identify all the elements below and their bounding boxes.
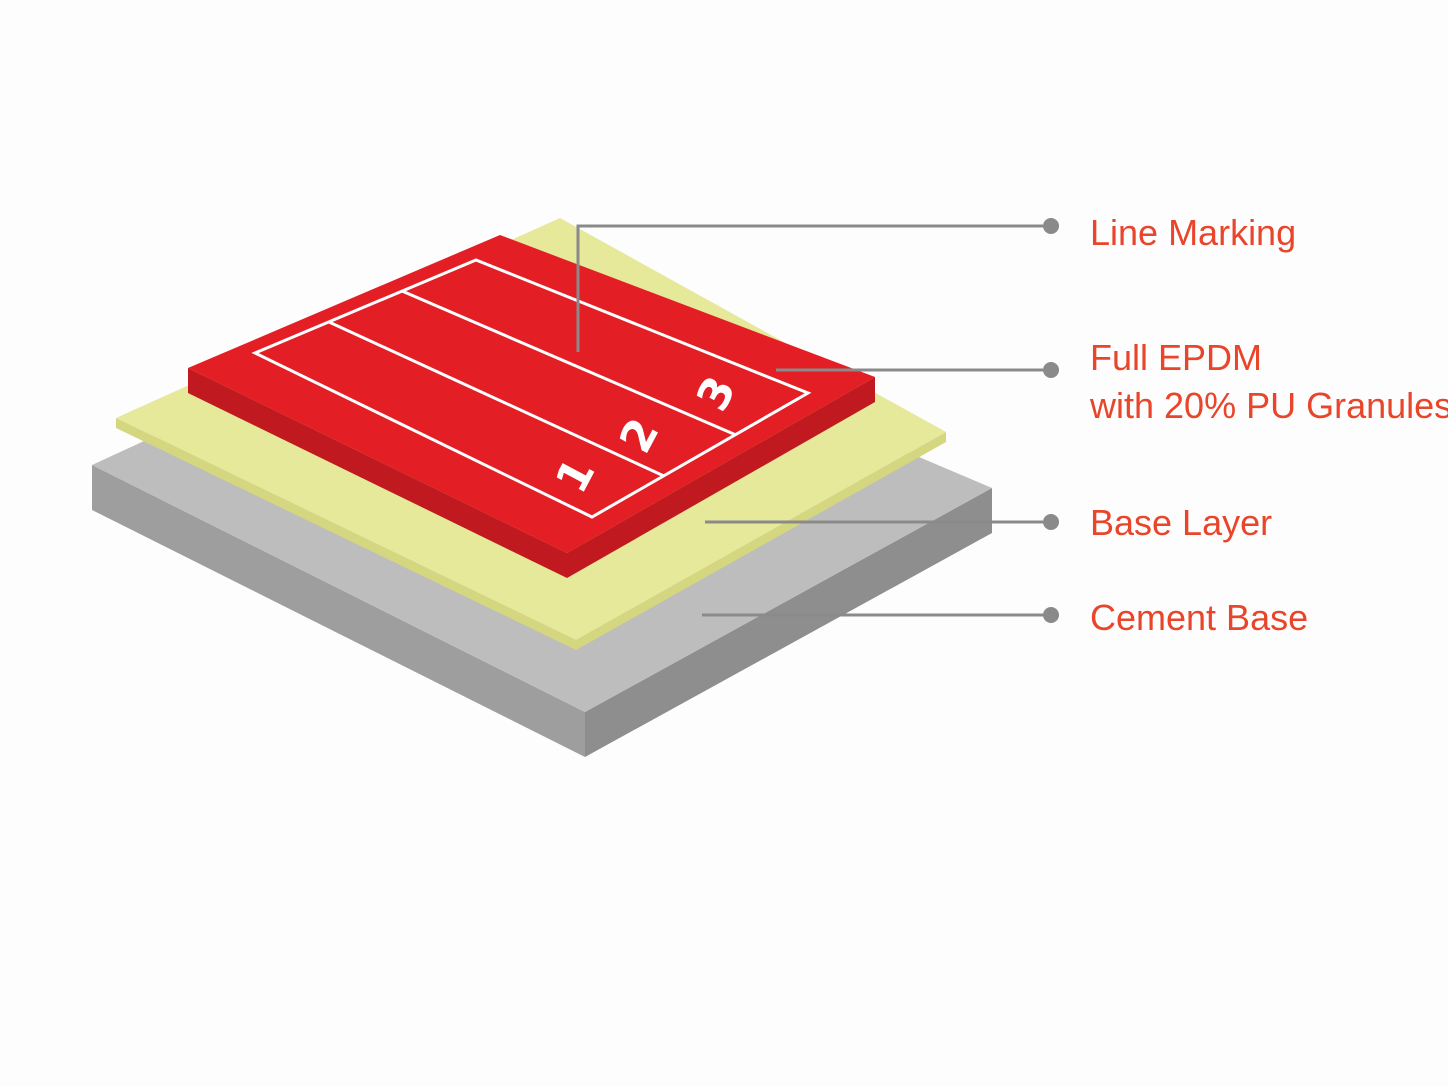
epdm-track-slab: [188, 235, 875, 578]
base-layer-edge: [116, 418, 576, 650]
leader-dot-full-epdm: [1043, 362, 1059, 378]
leader-line-line-marking: [576, 224, 1051, 352]
cement-base-left-side: [92, 465, 585, 757]
leader-dot-line-marking: [1043, 218, 1059, 234]
label-full-epdm-line2: with 20% PU Granules: [1090, 385, 1448, 426]
base-layer-edge-right: [576, 432, 946, 650]
lane-divider-2: [401, 289, 737, 437]
epdm-top: [188, 235, 875, 553]
label-base-layer: Base Layer: [1090, 502, 1273, 543]
label-line-marking: Line Marking: [1090, 212, 1297, 253]
lane-divider-1: [328, 320, 665, 478]
leader-dot-base-layer: [1043, 514, 1059, 530]
track-line-markings: [251, 258, 812, 519]
leader-dot-cement-base: [1043, 607, 1059, 623]
leader-lines: [576, 218, 1059, 623]
epdm-left-side: [188, 368, 567, 578]
epdm-right-side: [567, 377, 875, 578]
cement-base-right-side: [585, 488, 992, 757]
label-cement-base: Cement Base: [1090, 597, 1309, 638]
label-full-epdm: Full EPDM: [1090, 337, 1263, 378]
